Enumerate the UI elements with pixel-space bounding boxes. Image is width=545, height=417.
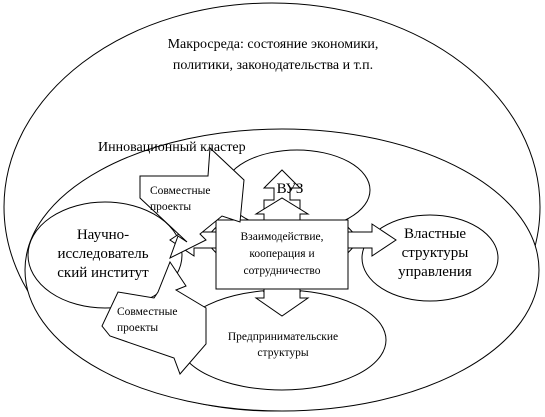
- joint-projects-arrow-bottom: [101, 260, 207, 375]
- joint-projects-top-line-2: проекты: [150, 201, 192, 213]
- institute-label: Научно- исследователь ский институт: [28, 226, 178, 283]
- cooperation-line-3: сотрудничество: [243, 265, 321, 277]
- vuz-label: ВУЗ: [276, 181, 304, 197]
- arrow-to-business: [254, 288, 310, 317]
- joint-projects-bottom-label: Совместные проекты: [117, 304, 177, 336]
- joint-projects-arrow-top: [139, 146, 245, 260]
- business-line-2: структуры: [257, 347, 309, 359]
- joint-projects-top-line-1: Совместные: [150, 185, 211, 197]
- authorities-line-3: управления: [398, 264, 472, 280]
- institute-ellipse: [27, 201, 183, 309]
- cooperation-label: Взаимодействие, кооперация и сотрудничес…: [216, 229, 348, 280]
- macro-line-2: политики, законодательства и т.п.: [172, 58, 374, 73]
- cooperation-line-1: Взаимодействие,: [240, 231, 324, 243]
- cooperation-box: [215, 219, 349, 290]
- authorities-line-1: Властные: [403, 226, 467, 242]
- authorities-ellipse: [361, 214, 499, 302]
- joint-projects-bottom-line-1: Совместные: [117, 306, 178, 318]
- institute-line-2: исследователь: [57, 246, 149, 262]
- institute-line-3: ский институт: [57, 265, 149, 281]
- institute-line-1: Научно-: [76, 227, 130, 243]
- cooperation-line-2: кооперация и: [249, 248, 315, 260]
- business-label: Предпринимательские структуры: [203, 329, 363, 361]
- business-line-1: Предпринимательские: [227, 331, 339, 343]
- innovation-cluster-title: Инновационный кластер: [98, 140, 246, 155]
- authorities-line-2: структуры: [401, 245, 469, 261]
- arrow-to-vuz: [254, 197, 310, 221]
- authorities-label: Властные структуры управления: [380, 225, 490, 282]
- joint-projects-bottom-line-2: проекты: [117, 322, 159, 334]
- macro-environment-label: Макросреда: состояние экономики, политик…: [118, 34, 428, 76]
- arrow-to-authorities: [347, 223, 397, 257]
- macro-line-1: Макросреда: состояние экономики,: [167, 37, 379, 52]
- joint-projects-top-label: Совместные проекты: [150, 183, 210, 215]
